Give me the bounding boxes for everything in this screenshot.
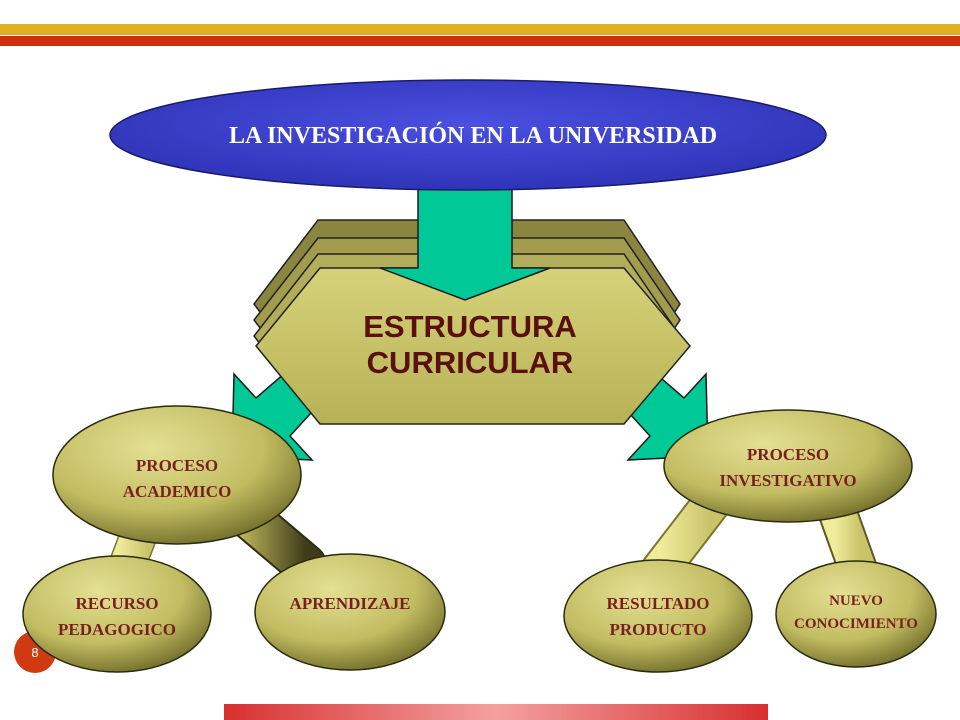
proceso-investigativo-node: PROCESO INVESTIGATIVO <box>663 409 913 523</box>
proceso-academico-node: PROCESO ACADEMICO <box>52 405 302 545</box>
bottom-bar <box>224 704 768 720</box>
estructura-curricular-node: ESTRUCTURA CURRICULAR <box>255 267 691 425</box>
top-bar-gold <box>0 24 960 35</box>
resultado-label-line2: PRODUCTO <box>610 620 707 639</box>
center-label-line1: ESTRUCTURA <box>363 309 577 344</box>
center-label-line2: CURRICULAR <box>367 345 574 380</box>
nuevo-label-line1: NUEVO <box>829 593 883 609</box>
academico-label-line1: PROCESO <box>136 456 218 475</box>
aprendizaje-node: APRENDIZAJE <box>254 553 446 671</box>
recurso-pedagogico-node: RECURSO PEDAGOGICO <box>22 555 212 673</box>
nuevo-label-line2: CONOCIMIENTO <box>794 616 918 632</box>
title-label: LA INVESTIGACIÓN EN LA UNIVERSIDAD <box>229 122 717 149</box>
resultado-label-line1: RESULTADO <box>607 594 710 613</box>
aprendizaje-label: APRENDIZAJE <box>290 594 411 613</box>
recurso-label-line1: RECURSO <box>75 594 158 613</box>
top-bar-red <box>0 36 960 46</box>
arrow-title-to-center <box>379 179 551 301</box>
title-node: LA INVESTIGACIÓN EN LA UNIVERSIDAD <box>109 79 827 191</box>
investigativo-label-line2: INVESTIGATIVO <box>719 471 856 490</box>
investigativo-label-line1: PROCESO <box>747 445 829 464</box>
top-bars <box>0 24 960 46</box>
academico-label-line2: ACADEMICO <box>123 482 232 501</box>
recurso-label-line2: PEDAGOGICO <box>58 620 176 639</box>
page-number: 8 <box>31 645 38 660</box>
nuevo-conocimiento-node: NUEVO CONOCIMIENTO <box>775 560 937 668</box>
resultado-producto-node: RESULTADO PRODUCTO <box>563 559 753 673</box>
